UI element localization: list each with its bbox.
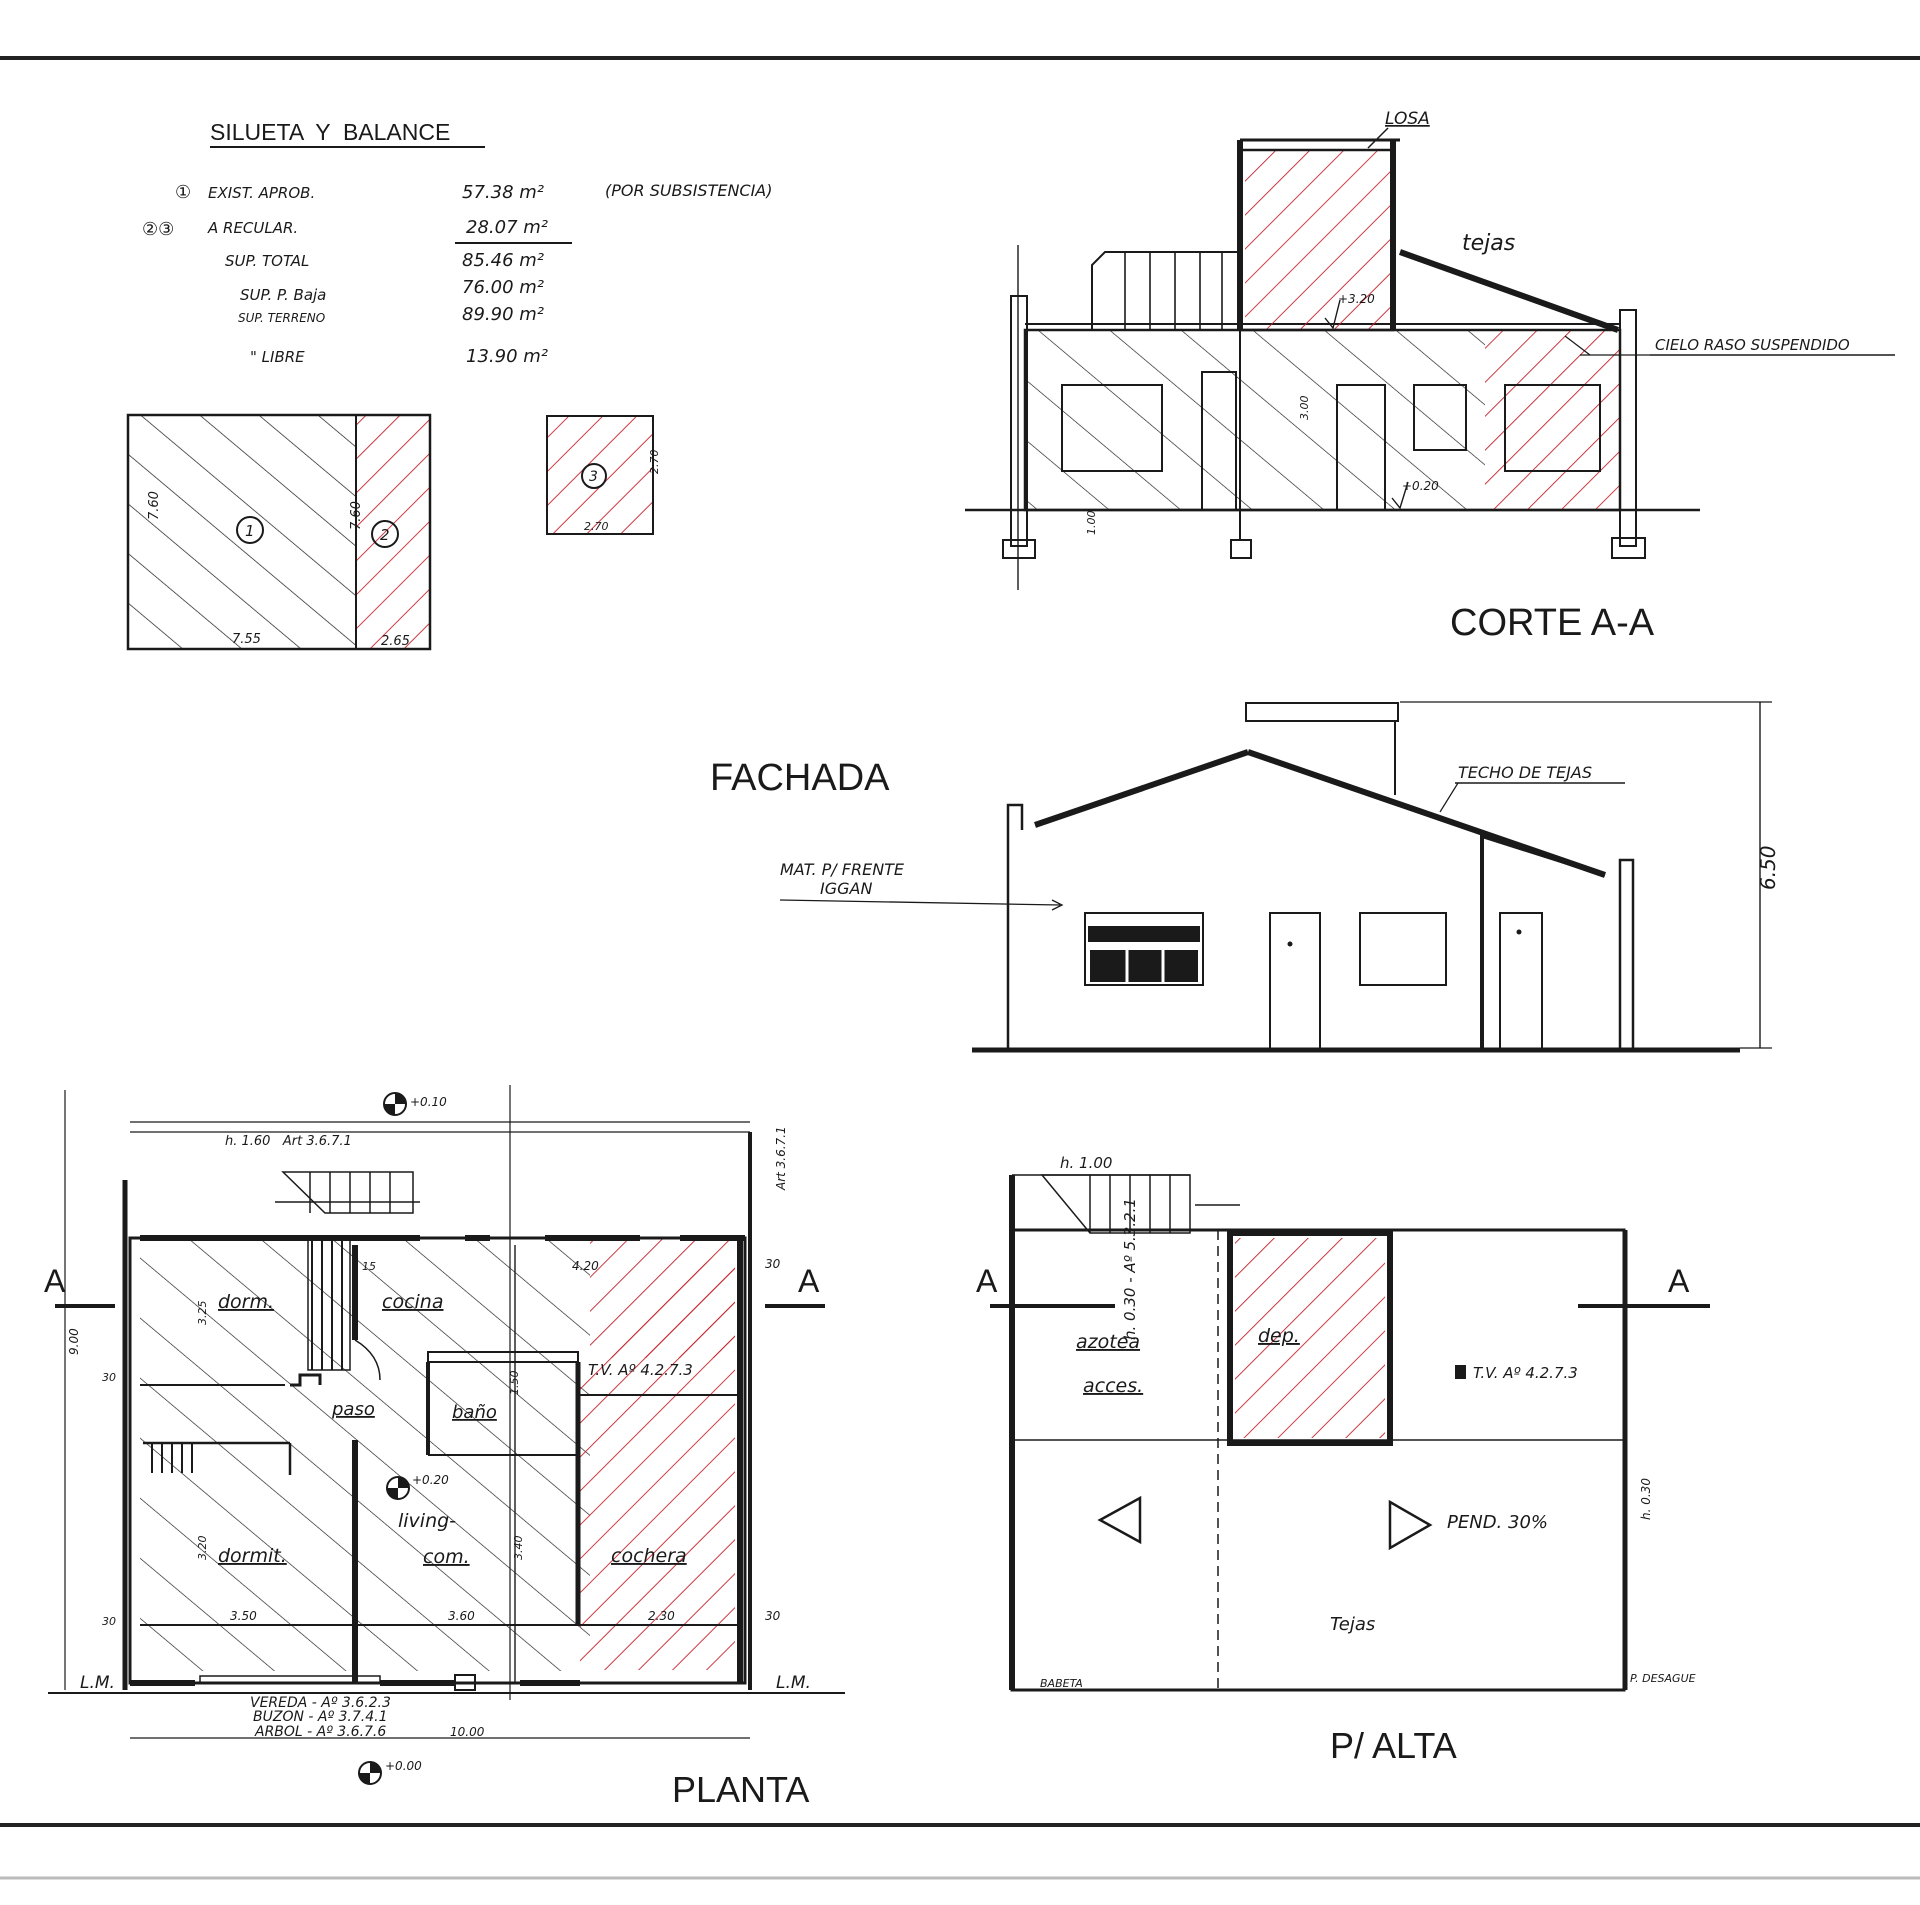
room-cochera: cochera [611,1545,687,1567]
balance-row-1-label: EXIST. APROB. [208,184,315,202]
balance-row-2-mark: ②③ [142,219,174,240]
area-1-label: 1 [245,522,255,540]
planta-side-note: Art 3.6.7.1 [774,1126,788,1191]
balance-row-1-mark: ① [175,182,191,203]
area-3-label: 3 [589,469,598,485]
balance-row-5-label: SUP. TERRENO [238,311,325,325]
planta-level-bottom: +0.00 [385,1759,422,1773]
dim-30-left-bottom: 30 [102,1615,116,1628]
balance-row-4-value: 76.00 m² [462,277,544,298]
balance-row-6-value: 13.90 m² [466,346,548,367]
dim-900: 9.00 [67,1328,81,1355]
planta-level-top: +0.10 [410,1095,447,1109]
balance-row-4-label: SUP. P. Baja [240,286,326,304]
planta-top-note: h. 1.60 Art 3.6.7.1 [225,1134,352,1149]
dim-left: 7.60 [147,491,162,520]
dim-325: 3.25 [196,1301,209,1326]
planta-note-2: BUZON - Aº 3.7.4.1 [253,1709,388,1725]
dim-350: 3.50 [230,1609,257,1623]
balance-row-1-value: 57.38 m² [462,182,544,203]
planta: A A dorm. cocina paso baño living- com. … [44,1085,845,1810]
palta-dep: dep. [1258,1325,1300,1347]
palta-tv-label: T.V. Aº 4.2.7.3 [1473,1364,1578,1382]
palta-babeta: BABETA [1040,1677,1083,1690]
fachada-title: FACHADA [710,757,890,799]
corte-a-a: LOSA tejas CIELO RASO SUSPENDIDO +3.20 +… [965,109,1895,644]
dim-bottom-2: 2.65 [381,634,410,649]
balance-row-5-value: 89.90 m² [462,304,544,325]
corte-height-100: 1.00 [1085,511,1098,536]
palta-side-note: h. 0.30 - Aº 5.3.2.1 [1121,1198,1139,1340]
planta-section-a-left: A [44,1263,66,1299]
balance-row-3-value: 85.46 m² [462,250,544,271]
planta-level-mid: +0.20 [412,1473,449,1487]
dim-30-right-top: 30 [765,1257,781,1271]
room-dorm: dorm. [218,1291,274,1313]
silueta-y-balance: SILUETA Y BALANCE ① EXIST. APROB. 57.38 … [126,119,773,651]
planta-note-1: VEREDA - Aº 3.6.2.3 [250,1695,391,1711]
planta-section-a-right: A [798,1263,820,1299]
room-bano: baño [452,1402,497,1423]
fachada-mat-label: MAT. P/ FRENTE [780,860,905,879]
balance-row-2-label: A RECULAR. [207,219,298,237]
balance-table: ① EXIST. APROB. 57.38 m² (POR SUBSISTENC… [142,181,773,367]
planta-lm-right: L.M. [776,1673,811,1693]
silueta-title: SILUETA Y BALANCE [210,119,450,145]
dim-320: 3.20 [196,1536,209,1561]
dim-mid: 7.60 [349,501,364,530]
palta-section-a-left: A [976,1263,998,1299]
dim-15: 15 [362,1260,376,1273]
roof-slope-left-icon [1097,1495,1142,1545]
palta-title: P/ ALTA [1330,1725,1457,1766]
area-2-label: 2 [380,526,390,544]
dim-230: 2.30 [648,1609,675,1623]
dim-420: 4.20 [572,1259,599,1273]
room-com: com. [423,1546,470,1568]
room-paso: paso [331,1399,375,1420]
dim-small-right: 2.70 [648,450,661,475]
palta-h030: h. 0.30 [1639,1478,1653,1520]
dim-360: 3.60 [448,1609,475,1623]
balance-row-2-value: 28.07 m² [466,217,548,238]
dim-340: 3.40 [512,1536,525,1561]
palta-section-a-right: A [1668,1263,1690,1299]
palta-pend: PEND. 30% [1447,1512,1548,1533]
dim-bottom-1: 7.55 [232,632,261,647]
palta-h100: h. 1.00 [1060,1154,1112,1172]
palta-azotea: azotea [1076,1331,1140,1353]
silhouette-diagram: 1 2 7.60 7.60 7.55 2.65 3 2.70 2.70 [126,413,661,651]
planta-lm-left: L.M. [80,1673,115,1693]
corte-cielo-label: CIELO RASO SUSPENDIDO [1655,336,1850,354]
planta-alta: A A azotea acces. dep. T.V. Aº 4.2.7.3 P… [976,1154,1710,1766]
fachada-mat-label-2: IGGAN [820,879,872,898]
corte-title: CORTE A-A [1450,602,1655,644]
corte-losa-label: LOSA [1385,109,1430,129]
dim-150: 1.50 [508,1371,521,1396]
palta-tejas: Tejas [1330,1614,1375,1635]
roof-slope-right-icon [1388,1499,1433,1551]
dim-small-bottom: 2.70 [584,520,609,533]
fachada-techo-label: TECHO DE TEJAS [1458,763,1592,782]
room-living: living- [398,1510,456,1532]
corte-level-320: +3.20 [1338,292,1375,306]
planta-tv-label: T.V. Aº 4.2.7.3 [588,1361,693,1379]
planta-title: PLANTA [672,1769,809,1810]
balance-row-1-note: (POR SUBSISTENCIA) [605,181,773,200]
fachada-height: 6.50 [1756,845,1780,890]
dim-30-right-bottom: 30 [765,1609,781,1623]
corte-height-300: 3.00 [1298,396,1311,421]
balance-row-6-label: " LIBRE [250,348,305,366]
dim-1000: 10.00 [450,1725,485,1739]
palta-acces: acces. [1083,1375,1143,1397]
fachada: FACHADA 6.50 TECHO DE TEJAS [710,701,1780,1053]
corte-level-020: +0.20 [1402,479,1439,493]
planta-note-3: ARBOL - Aº 3.6.7.6 [254,1724,386,1740]
corte-tejas-label: tejas [1462,231,1515,256]
balance-row-3-label: SUP. TOTAL [225,252,309,270]
room-dormit: dormit. [218,1545,287,1567]
palta-desague: P. DESAGUE [1630,1672,1696,1685]
dim-30-left-mid: 30 [102,1371,116,1384]
room-cocina: cocina [382,1291,443,1313]
